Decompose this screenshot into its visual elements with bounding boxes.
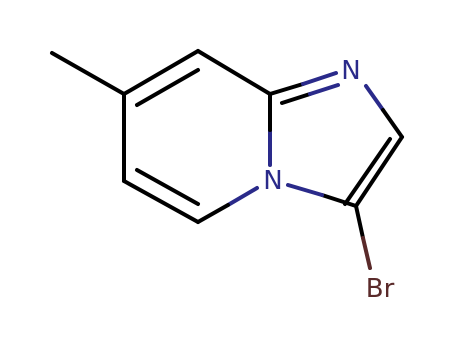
- bond-n1-c2-a: [364, 84, 385, 112]
- bond-methyl: [50, 51, 126, 96]
- bond-c3-n4-a: [320, 193, 358, 208]
- atom-n4-label: N: [263, 166, 282, 196]
- bond-c8a-n1-a: [268, 82, 305, 96]
- bond-c8a-n1-inner-b: [308, 83, 340, 96]
- bonds: [50, 49, 404, 270]
- bond-c3-br-a: [354, 204, 365, 240]
- bond-n4-c5-b: [196, 203, 230, 224]
- bond-c3-n4-b: [286, 183, 324, 197]
- bond-c8a-n1-inner-a: [280, 92, 312, 105]
- atom-labels: N N Br: [263, 56, 394, 304]
- bond-n4-c5-a: [226, 186, 259, 207]
- bond-c7-c8-inner: [135, 68, 200, 107]
- bond-c7-c8: [122, 49, 200, 96]
- bond-c8-c8a: [196, 49, 272, 96]
- atom-n1-label: N: [341, 56, 360, 86]
- bond-n1-c2-b: [381, 108, 404, 139]
- atom-br-label: Br: [366, 274, 395, 304]
- bond-c2-c3-inner: [343, 137, 392, 206]
- bond-c3-br-b: [361, 236, 372, 270]
- bond-c2-c3: [354, 135, 404, 208]
- bond-c8a-n1-b: [301, 71, 338, 86]
- bond-c5-c6-inner: [135, 168, 200, 206]
- bond-c5-c6: [122, 179, 200, 224]
